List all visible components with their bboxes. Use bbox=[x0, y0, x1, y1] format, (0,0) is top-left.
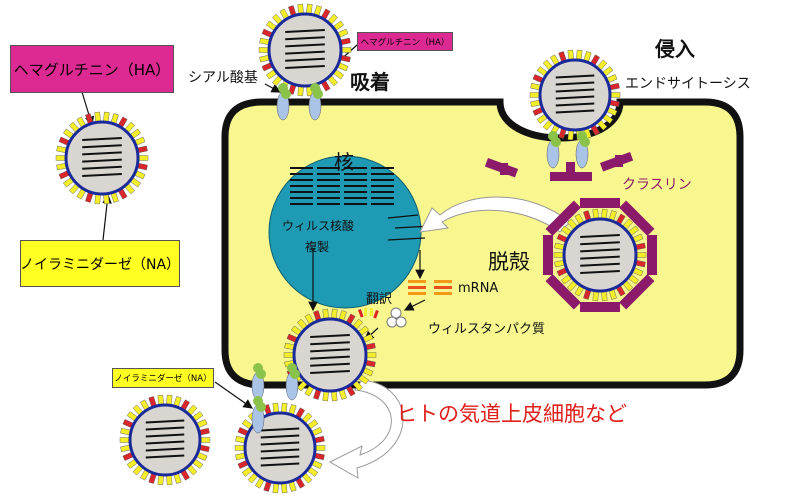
uncoating-label: 脱殻 bbox=[488, 250, 530, 274]
virus-structure bbox=[55, 111, 149, 205]
mrna-strands bbox=[408, 280, 452, 295]
sialic-acid-label: シアル酸基 bbox=[188, 70, 258, 86]
ha-small-label-box: ヘマグルチニン（HA） bbox=[357, 32, 453, 51]
viral-protein-label: ウィルスタンパク質 bbox=[428, 322, 546, 337]
na-small-label-box: ノイラミニダーゼ（NA） bbox=[112, 368, 214, 388]
ha-label-box: ヘマグルチニン（HA） bbox=[10, 45, 174, 93]
na-small-arrow bbox=[214, 381, 253, 409]
translation-arrow bbox=[403, 299, 426, 311]
viral-nucleic-acid-label: ウィルス核酸 bbox=[282, 219, 355, 233]
na-label: ノイラミニダーゼ（NA） bbox=[19, 256, 181, 273]
invasion-label: 侵入 bbox=[655, 37, 695, 61]
nucleus-label: 核 bbox=[334, 150, 354, 174]
virus-exiting bbox=[234, 396, 326, 494]
mrna-label: mRNA bbox=[458, 281, 499, 296]
ha-label: ヘマグルチニン（HA） bbox=[13, 60, 171, 79]
virus-released bbox=[119, 394, 211, 486]
uncoating-arrow bbox=[419, 196, 571, 233]
endocytosis-label: エンドサイトーシス bbox=[625, 76, 751, 92]
sialic-arrow bbox=[264, 83, 282, 93]
virus-uncoating bbox=[553, 208, 647, 302]
ha-small-label: ヘマグルチニン（HA） bbox=[360, 37, 450, 48]
replication-label: 複製 bbox=[305, 240, 330, 254]
adsorption-label: 吸着 bbox=[350, 70, 390, 94]
protein-particles bbox=[386, 307, 407, 328]
clathrin-coat bbox=[543, 198, 657, 312]
virus-budding bbox=[251, 308, 377, 402]
na-small-label: ノイラミニダーゼ（NA） bbox=[114, 374, 212, 384]
clathrin-label: クラスリン bbox=[622, 177, 692, 193]
na-label-box: ノイラミニダーゼ（NA） bbox=[20, 240, 180, 287]
virus-endocytosis bbox=[529, 49, 621, 169]
viral-rna-strands bbox=[290, 167, 431, 241]
translation-label: 翻訳 bbox=[366, 292, 393, 307]
budding-arrow bbox=[328, 379, 404, 479]
virus-attaching bbox=[258, 3, 352, 121]
clathrin bbox=[484, 152, 634, 181]
cell-caption: ヒトの気道上皮細胞など bbox=[396, 402, 627, 426]
spike-proteins bbox=[357, 308, 379, 319]
